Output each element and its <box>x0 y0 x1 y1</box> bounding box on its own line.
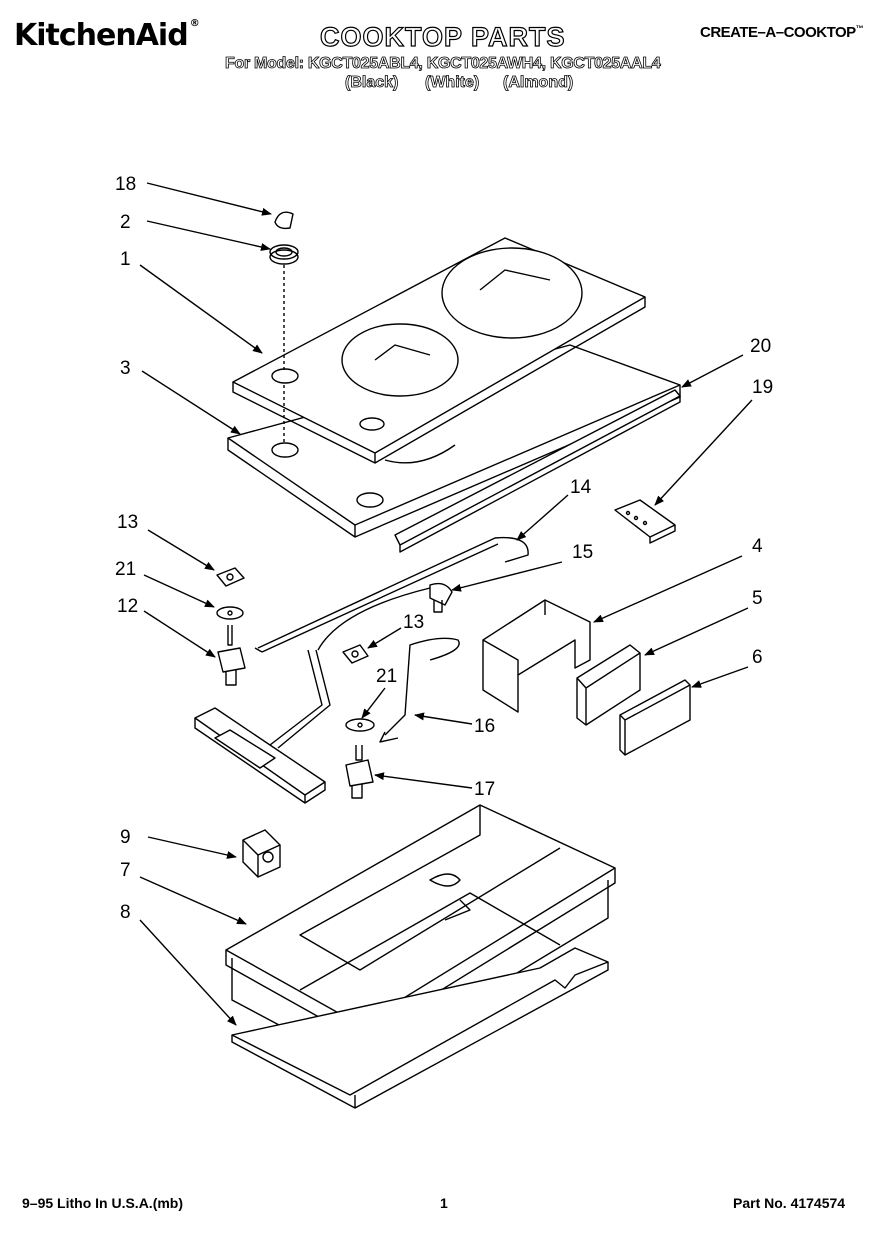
litho-note: 9–95 Litho In U.S.A.(mb) <box>22 1195 184 1211</box>
brand-name: KitchenAid <box>14 18 189 53</box>
part-bracket <box>614 499 676 544</box>
leader-arrows <box>139 182 753 1026</box>
part-gas-tube <box>254 536 529 653</box>
callout-18: 18 <box>115 174 136 195</box>
callout-16: 16 <box>474 716 495 737</box>
part-top-plate <box>232 237 646 464</box>
callout-3: 3 <box>120 358 131 379</box>
callout-4: 4 <box>752 536 763 557</box>
callout-6: 6 <box>752 647 763 668</box>
series-label: CREATE–A–COOKTOP <box>700 24 856 41</box>
part-valve-center <box>342 644 375 799</box>
part-heat-shield <box>482 599 591 713</box>
callout-5: 5 <box>752 588 763 609</box>
callout-17: 17 <box>474 779 495 800</box>
callout-1: 1 <box>120 249 131 270</box>
part-side-panel <box>576 644 641 726</box>
part-valve-left <box>216 567 246 686</box>
registered-mark: ® <box>189 18 200 29</box>
callout-20: 20 <box>750 336 771 357</box>
series-name: CREATE–A–COOKTOP™ <box>700 24 864 41</box>
part-bezel <box>269 244 299 265</box>
finish-white: (White) <box>425 74 480 92</box>
page-title: COOKTOP PARTS <box>319 21 566 52</box>
part-bottom-pan <box>231 947 609 1109</box>
trademark-mark: ™ <box>855 24 864 33</box>
part-housing <box>225 804 616 1069</box>
part-burner-manifold <box>194 707 326 804</box>
callout-19: 19 <box>752 377 773 398</box>
callout-15: 15 <box>572 542 593 563</box>
part-pilot-tube <box>379 637 460 743</box>
part-fitting <box>269 582 453 749</box>
finish-black: (Black) <box>345 74 399 92</box>
part-switch <box>242 829 281 878</box>
part-knob <box>274 211 294 230</box>
callout-14: 14 <box>570 477 592 498</box>
callout-13-center: 13 <box>403 612 424 633</box>
callout-8: 8 <box>120 902 131 923</box>
callout-2: 2 <box>120 212 131 233</box>
callout-7: 7 <box>120 860 131 881</box>
part-number: Part No. 4174574 <box>733 1195 846 1211</box>
part-trim-strip <box>394 389 681 553</box>
callout-9: 9 <box>120 827 131 848</box>
callout-13-left: 13 <box>117 512 138 533</box>
finish-almond: (Almond) <box>503 74 574 92</box>
model-numbers: For Model: KGCT025ABL4, KGCT025AWH4, KGC… <box>225 55 662 73</box>
part-frame <box>619 679 691 756</box>
page-number: 1 <box>440 1195 448 1211</box>
callout-21-center: 21 <box>376 666 397 687</box>
callout-21-left: 21 <box>115 559 136 580</box>
callout-12: 12 <box>117 596 138 617</box>
kitchenaid-logo: KitchenAid® <box>14 18 200 53</box>
